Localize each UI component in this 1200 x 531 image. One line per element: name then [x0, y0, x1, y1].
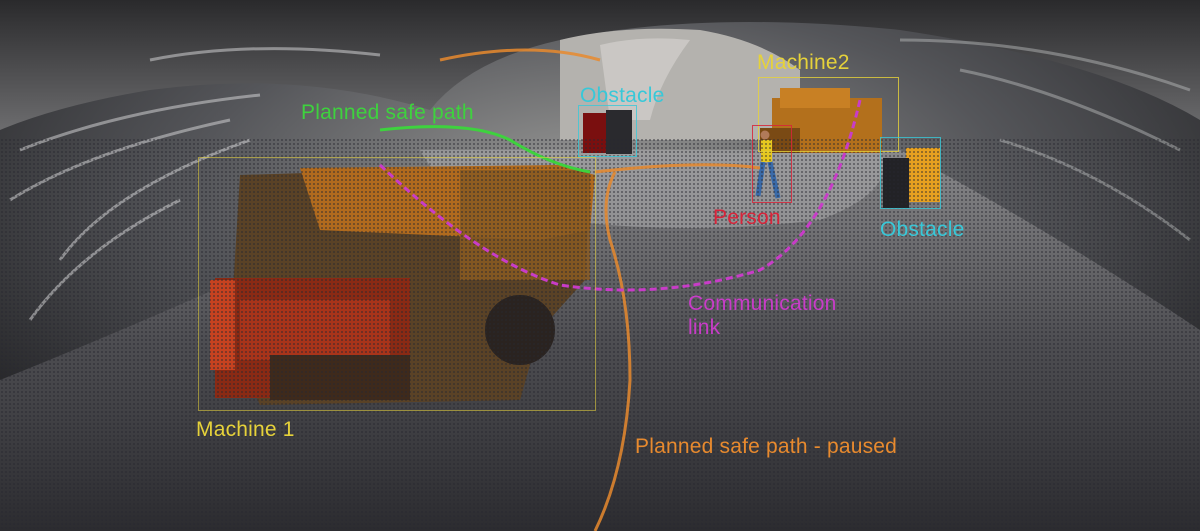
obstacle-2-label: Obstacle: [880, 218, 965, 241]
obstacle-1-bbox: [578, 105, 637, 157]
planned-safe-path-paused-label: Planned safe path - paused: [635, 435, 898, 458]
person-bbox: [752, 125, 792, 203]
obstacle-2-bbox: [880, 137, 941, 209]
machine-2-label: Machine2: [757, 51, 850, 74]
machine-2-bbox: [758, 77, 899, 152]
planned-safe-path-label: Planned safe path: [301, 101, 474, 124]
communication-link-label: Communication link: [688, 292, 837, 340]
machine-1-bbox: [198, 157, 596, 411]
obstacle-1-label: Obstacle: [580, 84, 665, 107]
person-label: Person: [713, 206, 781, 229]
machine-1-label: Machine 1: [196, 418, 295, 441]
dotted-overlay: [0, 138, 1200, 531]
